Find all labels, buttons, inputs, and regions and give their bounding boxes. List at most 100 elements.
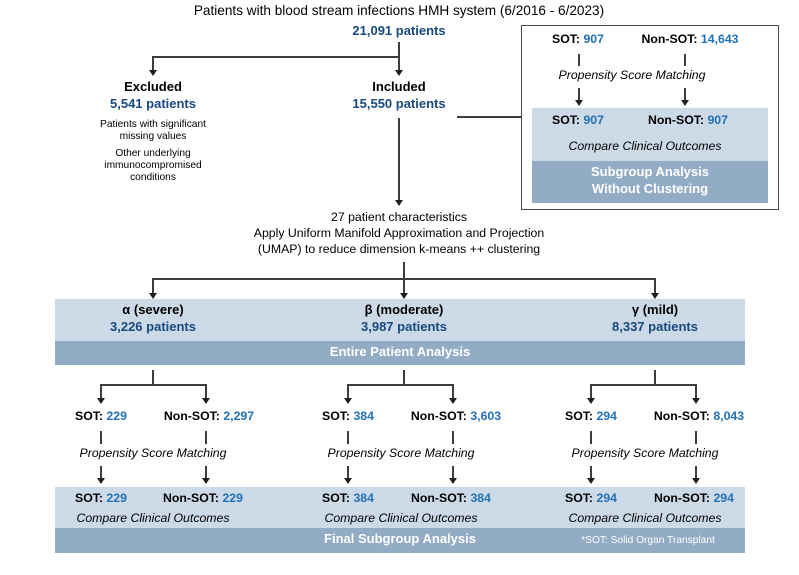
beta-sot-pre-label: SOT: (322, 409, 351, 423)
gamma-sot-post-label: SOT: (565, 491, 594, 505)
connector-gamma-bar (590, 384, 695, 386)
connector-gamma-sot-drop (590, 384, 592, 400)
arrow-gamma-nonsot (692, 398, 700, 404)
connector-alpha-sot-psm (100, 431, 102, 444)
connector-nocluster-sot-psm (578, 54, 580, 66)
arrow-nocluster-nonsot-post (681, 100, 689, 106)
nocluster-matched-band (532, 108, 768, 161)
gamma-sot-post-value: 294 (596, 491, 617, 505)
connector-total-stem (398, 42, 400, 57)
beta-sot-pre: SOT: 384 (322, 409, 374, 424)
nocluster-sot-post-value: 907 (583, 113, 604, 127)
excluded-count: 5,541 patients (110, 96, 196, 111)
alpha-sot-post: SOT: 229 (75, 491, 127, 506)
connector-beta-nonsot-post (452, 466, 454, 480)
footnote-sot-definition: *SOT: Solid Organ Transplant (581, 535, 715, 546)
arrow-included (395, 70, 403, 76)
nocluster-banner-line-2: Without Clustering (591, 181, 709, 196)
connector-beta-bar (347, 384, 452, 386)
beta-compare-label: Compare Clinical Outcomes (324, 511, 478, 525)
included-count: 15,550 patients (352, 96, 446, 111)
arrow-alpha-sot-post (97, 478, 105, 484)
alpha-sot-pre-value: 229 (106, 409, 127, 423)
gamma-compare-label: Compare Clinical Outcomes (568, 511, 722, 525)
method-line-1: 27 patient characteristics (330, 210, 468, 224)
connector-alpha-nonsot-post (205, 466, 207, 480)
nocluster-sot-pre-value: 907 (583, 32, 604, 46)
beta-nonsot-pre: Non-SOT: 3,603 (410, 409, 502, 424)
gamma-nonsot-post-value: 294 (713, 491, 734, 505)
arrow-cluster-beta (400, 293, 408, 299)
excluded-reason-2-line-1: Other underlying (115, 148, 191, 159)
connector-beta-stem (403, 370, 405, 385)
entire-patient-analysis-label: Entire Patient Analysis (329, 344, 471, 359)
gamma-matching-label: Propensity Score Matching (571, 446, 719, 460)
beta-nonsot-post-value: 384 (470, 491, 491, 505)
method-line-2: Apply Uniform Manifold Approximation and… (253, 226, 545, 240)
final-subgroup-analysis-band (55, 528, 745, 553)
connector-cluster-gamma-drop (654, 278, 656, 295)
matched-results-band (55, 487, 745, 528)
connector-nocluster-nonsot-psm (684, 54, 686, 66)
nocluster-banner-band (532, 161, 768, 203)
connector-cluster-alpha-drop (152, 278, 154, 295)
alpha-nonsot-pre: Non-SOT: 2,297 (164, 409, 255, 424)
arrow-cluster-alpha (149, 293, 157, 299)
arrow-nocluster-sot-post (575, 100, 583, 106)
connector-included-to-nocluster-box (457, 116, 521, 118)
connector-alpha-stem (152, 370, 154, 385)
connector-beta-nonsot-drop (452, 384, 454, 400)
connector-alpha-sot-drop (100, 384, 102, 400)
alpha-compare-label: Compare Clinical Outcomes (76, 511, 230, 525)
cluster-beta-count: 3,987 patients (361, 319, 447, 334)
arrow-beta-nonsot (449, 398, 457, 404)
connector-method-stem (403, 262, 405, 279)
arrow-gamma-sot (587, 398, 595, 404)
alpha-nonsot-pre-value: 2,297 (223, 409, 255, 423)
cluster-gamma-name: γ (mild) (631, 302, 679, 317)
beta-nonsot-post: Non-SOT: 384 (411, 491, 491, 506)
gamma-nonsot-post: Non-SOT: 294 (654, 491, 734, 506)
nocluster-nonsot-pre-value: 14,643 (700, 32, 739, 46)
nocluster-nonsot-post-label: Non-SOT: (648, 113, 705, 127)
connector-gamma-sot-post (590, 466, 592, 480)
connector-gamma-sot-psm (590, 431, 592, 444)
diagram-title: Patients with blood stream infections HM… (193, 3, 605, 18)
alpha-nonsot-post: Non-SOT: 229 (163, 491, 243, 506)
gamma-nonsot-pre: Non-SOT: 8,043 (654, 409, 744, 424)
connector-nocluster-sot-post (578, 88, 580, 102)
connector-alpha-bar (100, 384, 205, 386)
excluded-reason-1-line-2: missing values (119, 131, 187, 142)
beta-nonsot-post-label: Non-SOT: (411, 491, 468, 505)
alpha-sot-pre-label: SOT: (75, 409, 104, 423)
alpha-sot-post-label: SOT: (75, 491, 104, 505)
arrow-beta-sot (344, 398, 352, 404)
excluded-reason-1-line-1: Patients with significant (100, 119, 206, 130)
gamma-sot-pre-value: 294 (596, 409, 617, 423)
connector-beta-nonsot-psm (452, 431, 454, 444)
beta-sot-post-value: 384 (353, 491, 374, 505)
cluster-alpha-name: α (severe) (122, 302, 184, 317)
gamma-sot-post: SOT: 294 (565, 491, 617, 506)
connector-split-bar-top (152, 56, 399, 58)
cluster-gamma-count: 8,337 patients (612, 319, 698, 334)
connector-cluster-beta-drop (403, 278, 405, 295)
arrow-gamma-nonsot-post (692, 478, 700, 484)
excluded-reason-2-line-3: conditions (130, 172, 176, 183)
included-label: Included (372, 79, 426, 94)
cluster-beta-name: β (moderate) (364, 302, 444, 317)
arrow-alpha-nonsot (202, 398, 210, 404)
arrow-alpha-sot (97, 398, 105, 404)
beta-nonsot-pre-label: Non-SOT: (410, 409, 467, 423)
beta-nonsot-pre-value: 3,603 (470, 409, 502, 423)
connector-nocluster-nonsot-post (684, 88, 686, 102)
excluded-label: Excluded (124, 79, 182, 94)
arrow-cluster-gamma (651, 293, 659, 299)
beta-sot-pre-value: 384 (353, 409, 374, 423)
connector-alpha-nonsot-drop (205, 384, 207, 400)
arrow-alpha-nonsot-post (202, 478, 210, 484)
nocluster-matching-label: Propensity Score Matching (558, 68, 706, 82)
cluster-band (55, 299, 745, 341)
nocluster-nonsot-pre-label: Non-SOT: (641, 32, 698, 46)
connector-beta-sot-drop (347, 384, 349, 400)
